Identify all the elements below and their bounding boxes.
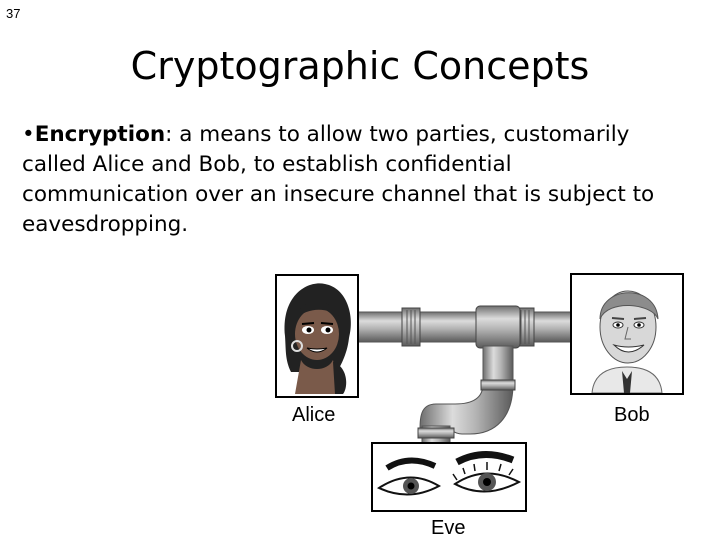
tee-joint xyxy=(475,305,521,349)
eve-eyes-icon xyxy=(376,451,522,496)
bullet-text: : a means to allow two parties, customar… xyxy=(22,122,655,237)
eve-label: Eve xyxy=(431,517,466,539)
pipe-coupling xyxy=(401,307,421,347)
alice-face-icon xyxy=(284,283,351,394)
main-pipe xyxy=(354,311,578,343)
bullet-encryption: •Encryption: a means to allow two partie… xyxy=(22,120,682,240)
bullet-term: Encryption xyxy=(34,122,166,147)
alice-label: Alice xyxy=(292,404,336,426)
slide-title: Cryptographic Concepts xyxy=(130,44,590,88)
slide-number: 37 xyxy=(6,6,21,21)
bullet-marker: • xyxy=(22,122,35,147)
bob-label: Bob xyxy=(614,404,650,426)
bob-face-icon xyxy=(591,290,663,394)
eve-portrait xyxy=(371,442,527,512)
bob-portrait xyxy=(570,273,684,395)
alice-portrait xyxy=(275,274,359,398)
down-pipe xyxy=(482,345,514,387)
